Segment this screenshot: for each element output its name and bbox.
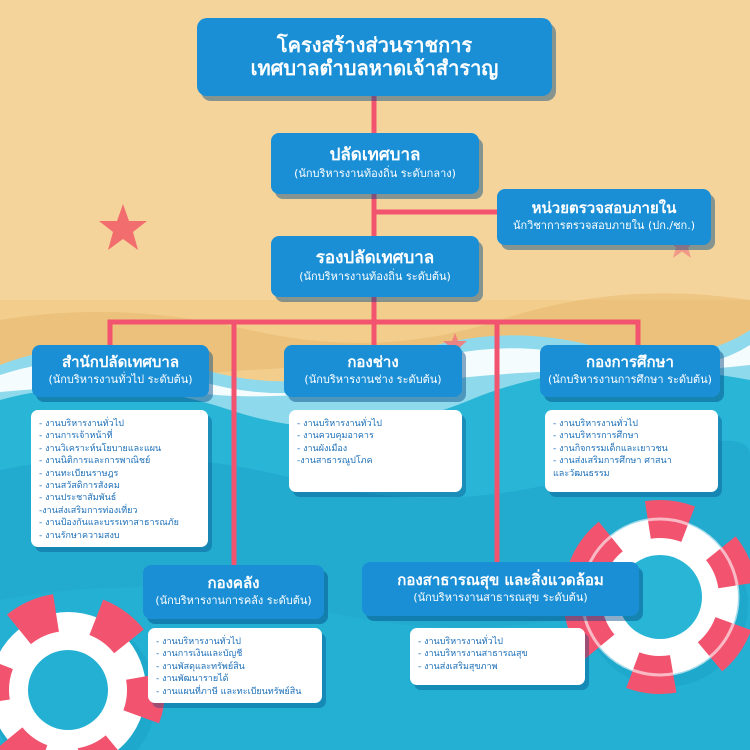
task-item: -งานสาธารณูปโภค (297, 456, 373, 467)
chief-admin-subtitle: (นักบริหารงานท้องถิ่น ระดับกลาง) (294, 167, 456, 181)
task-item: - งานประชาสัมพันธ์ (39, 493, 117, 504)
header-line-1: โครงสร้างส่วนราชการ (276, 33, 473, 57)
division-box-public-health: กองสาธารณสุข และสิ่งแวดล้อม (นักบริหารงา… (362, 562, 639, 616)
division-title: สำนักปลัดเทศบาล (61, 353, 180, 372)
division-box-finance: กองคลัง (นักบริหารงานการคลัง ระดับต้น) (143, 565, 324, 619)
chief-admin-box: ปลัดเทศบาล (นักบริหารงานท้องถิ่น ระดับกล… (271, 133, 479, 194)
task-item: - งานการเงินและบัญชี (156, 649, 243, 660)
division-subtitle: (นักบริหารงานสาธารณสุข ระดับต้น) (413, 591, 588, 605)
task-item: - งานพัสดุและทรัพย์สิน (156, 661, 245, 672)
task-item: - งานบริหารงานทั่วไป (156, 637, 241, 647)
audit-unit-subtitle: นักวิชาการตรวจสอบภายใน (ปก./ชก.) (512, 219, 696, 233)
task-item: - งานการเจ้าหน้าที่ (39, 431, 113, 442)
division-box-education: กองการศึกษา (นักบริหารงานการศึกษา ระดับต… (540, 345, 720, 397)
task-item: - งานส่งเสริมสุขภาพ (418, 661, 498, 672)
division-box-engineering: กองช่าง (นักบริหารงานช่าง ระดับต้น) (284, 345, 462, 397)
task-item: - งานสวัสดิการสังคม (39, 481, 120, 492)
deputy-admin-box: รองปลัดเทศบาล (นักบริหารงานท้องถิ่น ระดั… (271, 236, 479, 297)
division-subtitle: (นักบริหารงานช่าง ระดับต้น) (304, 373, 442, 387)
swim-ring-icon (0, 593, 165, 750)
task-item: - งานส่งเสริมการศึกษา ศาสนา (553, 456, 672, 467)
task-item: - งานวิเคราะห์นโยบายและแผน (39, 443, 162, 454)
task-item: - งานควบคุมอาคาร (297, 431, 374, 442)
task-item: - งานนิติการและการพาณิชย์ (39, 456, 151, 467)
division-subtitle: (นักบริหารงานการศึกษา ระดับต้น) (548, 373, 712, 387)
audit-unit-box: หน่วยตรวจสอบภายใน นักวิชาการตรวจสอบภายใน… (497, 189, 711, 245)
task-item: - งานป้องกันและบรรเทาสาธารณภัย (39, 518, 179, 529)
deputy-admin-title: รองปลัดเทศบาล (315, 247, 435, 268)
task-item: - งานกิจกรรมเด็กและเยาวชน (553, 443, 668, 454)
task-item: - งานรักษาความสงบ (39, 530, 120, 541)
starfish-icon (99, 204, 147, 250)
task-list-education: - งานบริหารงานทั่วไป- งานบริหารการศึกษา-… (545, 410, 718, 492)
task-list-engineering: - งานบริหารงานทั่วไป - งานควบคุมอาคาร- งา… (289, 410, 462, 492)
chief-admin-title: ปลัดเทศบาล (329, 144, 421, 165)
task-item: - งานบริหารงานทั่วไป (553, 419, 638, 429)
task-item: - งานบริหารงานทั่วไป (418, 637, 503, 647)
task-item: - งานบริหารงานทั่วไป (39, 419, 124, 429)
starfish-icon (443, 333, 467, 356)
task-list-public-health: - งานบริหารงานทั่วไป - งานบริหารงานสาธารณ… (410, 628, 585, 685)
task-item: - งานพัฒนารายได้ (156, 674, 229, 685)
task-item: -งานส่งเสริมการท่องเที่ยว (39, 505, 138, 516)
task-item: - งานผังเมือง (297, 443, 348, 454)
division-subtitle: (นักบริหารงานทั่วไป ระดับต้น) (48, 373, 193, 387)
audit-unit-title: หน่วยตรวจสอบภายใน (531, 199, 677, 218)
task-list-office: - งานบริหารงานทั่วไป- งานการเจ้าหน้าที่-… (31, 410, 208, 547)
task-item: และวัฒนธรรม (553, 468, 610, 479)
division-title: กองสาธารณสุข และสิ่งแวดล้อม (397, 571, 604, 590)
division-subtitle: (นักบริหารงานการคลัง ระดับต้น) (155, 594, 312, 608)
deputy-admin-subtitle: (นักบริหารงานท้องถิ่น ระดับต้น) (299, 270, 451, 284)
task-item: - งานทะเบียนราษฎร (39, 468, 119, 479)
task-item: - งานบริหารงานสาธารณสุข (418, 649, 528, 660)
task-item: - งานแผนที่ภาษี และทะเบียนทรัพย์สิน (156, 686, 302, 697)
task-list-finance: - งานบริหารงานทั่วไป - งานการเงินและบัญชี… (148, 628, 322, 703)
division-title: กองช่าง (347, 353, 399, 372)
header-line-2: เทศบาลตำบลหาดเจ้าสำราญ (250, 56, 499, 80)
header-title-box: โครงสร้างส่วนราชการ เทศบาลตำบลหาดเจ้าสำร… (197, 18, 552, 96)
division-title: กองคลัง (207, 574, 260, 593)
task-item: - งานบริหารงานทั่วไป (297, 419, 382, 429)
division-title: กองการศึกษา (586, 353, 674, 372)
division-box-office: สำนักปลัดเทศบาล (นักบริหารงานทั่วไป ระดั… (32, 345, 209, 397)
task-item: - งานบริหารการศึกษา (553, 431, 639, 442)
